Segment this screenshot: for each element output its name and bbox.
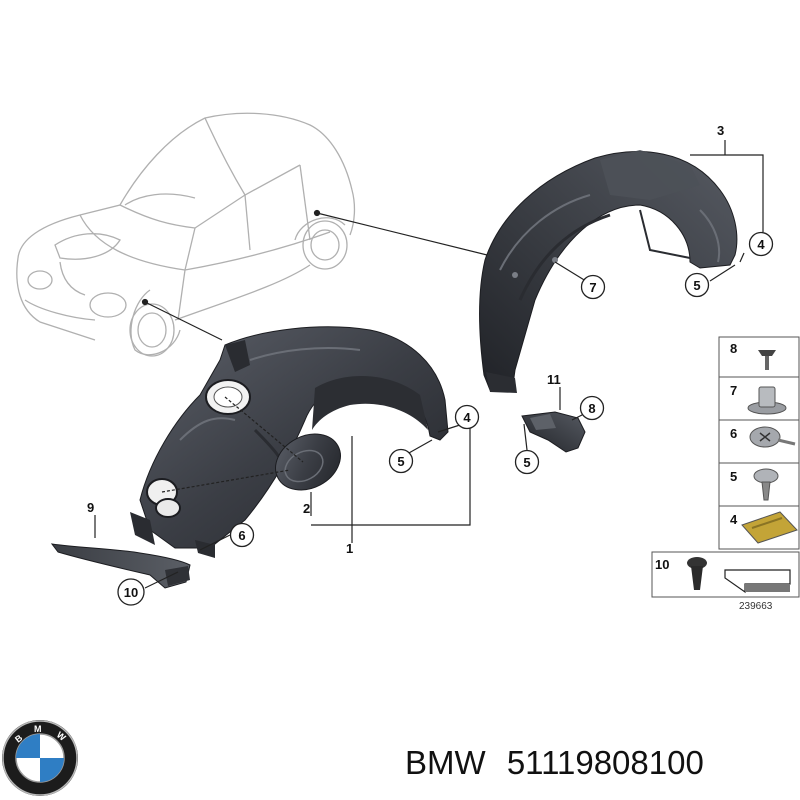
svg-text:8: 8 xyxy=(588,401,595,416)
svg-text:10: 10 xyxy=(655,557,669,572)
callout-5-bracket: 5 xyxy=(514,449,540,475)
brand-part-number: BMW 51119808100 xyxy=(405,738,795,788)
part-number: 51119808100 xyxy=(506,744,704,781)
callout-7: 7 xyxy=(580,274,606,300)
plain-labels: 1 2 3 9 11 xyxy=(87,123,724,556)
leader-lines xyxy=(94,140,764,589)
wheel-arch-liner-rear xyxy=(479,150,738,393)
callout-5-front: 5 xyxy=(388,448,414,474)
svg-text:6: 6 xyxy=(238,528,245,543)
svg-text:B: B xyxy=(13,732,25,744)
svg-text:4: 4 xyxy=(463,410,471,425)
callout-6: 6 xyxy=(229,522,255,548)
label-2: 2 xyxy=(303,501,310,516)
car-outline xyxy=(16,112,356,357)
callout-10: 10 xyxy=(117,578,145,606)
label-3: 3 xyxy=(717,123,724,138)
label-9: 9 xyxy=(87,500,94,515)
bracket xyxy=(521,411,586,453)
svg-text:5: 5 xyxy=(397,454,404,469)
legend-row-10: 10 xyxy=(655,557,791,594)
fastener-legend: 8 7 6 5 4 10 xyxy=(651,336,800,612)
label-11: 11 xyxy=(547,372,561,387)
legend-row-7: 7 xyxy=(730,383,787,415)
svg-text:10: 10 xyxy=(124,585,138,600)
svg-text:7: 7 xyxy=(730,383,737,398)
svg-text:5: 5 xyxy=(523,455,530,470)
callout-5-rear: 5 xyxy=(684,272,710,298)
svg-text:8: 8 xyxy=(730,341,737,356)
callout-4-front: 4 xyxy=(454,404,480,430)
wheel-arch-liner-front xyxy=(130,326,449,558)
label-1: 1 xyxy=(346,541,353,556)
brand-name: BMW xyxy=(405,744,486,781)
legend-row-4: 4 xyxy=(730,511,798,544)
figure-number: 239663 xyxy=(739,601,773,612)
svg-text:M: M xyxy=(34,724,42,734)
legend-row-8: 8 xyxy=(730,341,776,370)
svg-text:4: 4 xyxy=(757,237,765,252)
callout-8: 8 xyxy=(579,395,605,421)
legend-row-5: 5 xyxy=(730,468,779,501)
bmw-logo: B M W xyxy=(2,720,78,796)
svg-text:5: 5 xyxy=(693,278,700,293)
svg-text:4: 4 xyxy=(730,512,738,527)
cover-disc xyxy=(275,433,341,491)
legend-row-6: 6 xyxy=(730,426,796,448)
svg-text:6: 6 xyxy=(730,426,737,441)
flap xyxy=(50,543,191,589)
callout-4-rear: 4 xyxy=(748,231,774,257)
svg-text:5: 5 xyxy=(730,469,737,484)
svg-text:7: 7 xyxy=(589,280,596,295)
